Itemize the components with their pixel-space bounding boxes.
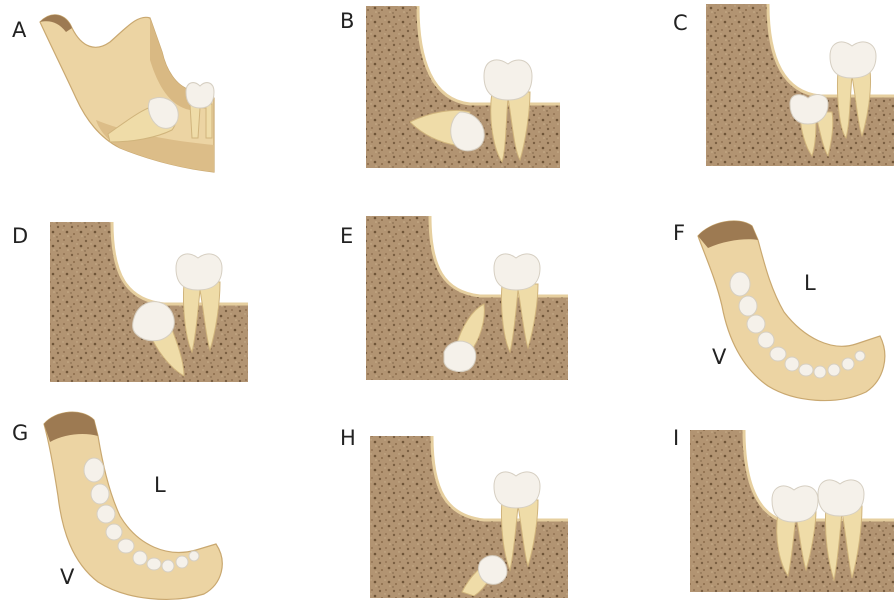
panel-label-g: G [12,421,28,445]
vestibular-label: V [712,345,727,369]
panel-c: C [673,4,894,166]
panel-a: A [12,15,214,172]
lingual-label: L [154,473,166,497]
panel-label-f: F [673,221,685,245]
panel-label-c: C [673,11,688,35]
panel-label-d: D [12,224,28,248]
panel-h: H [340,426,568,598]
panel-label-a: A [12,18,27,42]
gum-line [744,430,894,520]
panel-e: E [340,216,568,380]
panel-label-i: I [673,426,679,450]
mandible-top-view [698,221,885,401]
panel-d: D [12,222,248,382]
panel-f: F L V [673,221,885,401]
panel-b: B [340,6,560,168]
panel-g: G L V [12,412,222,599]
vestibular-label: V [60,565,75,589]
panel-label-h: H [340,426,356,450]
lingual-label: L [804,271,816,295]
panel-label-e: E [340,224,353,248]
panel-i: I [673,426,894,592]
panel-label-b: B [340,9,354,33]
